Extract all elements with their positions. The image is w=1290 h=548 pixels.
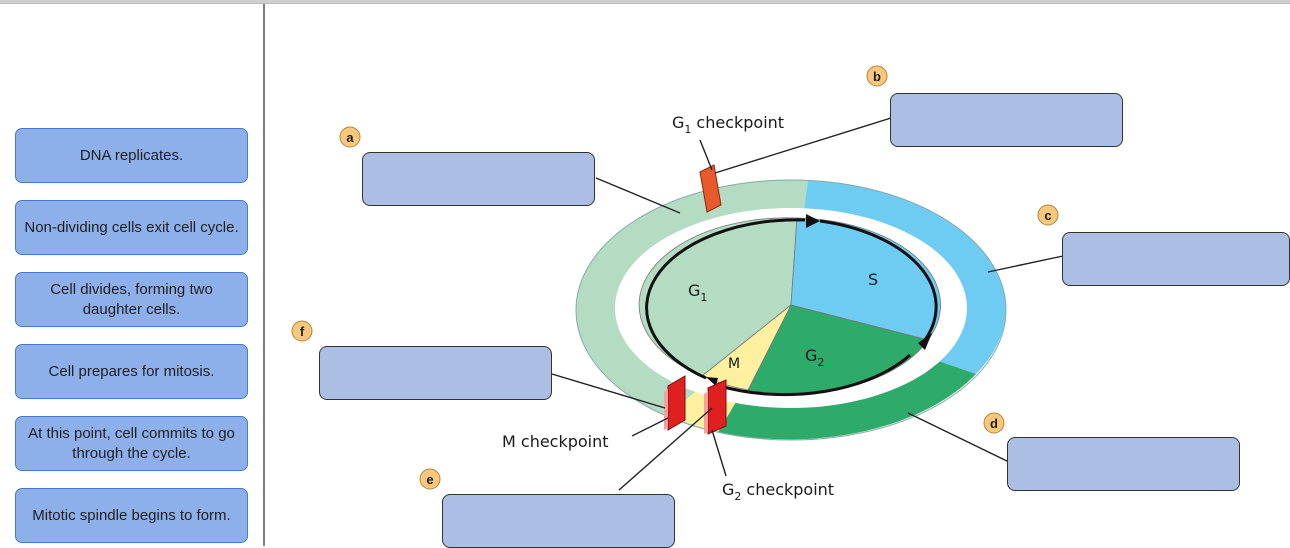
cycle-arrow xyxy=(645,214,938,397)
m-checkpoint-barrier xyxy=(664,375,686,431)
answer-prepares-mitosis[interactable]: Cell prepares for mitosis. xyxy=(15,344,248,399)
badge-b: b xyxy=(866,65,888,87)
dropzone-d[interactable] xyxy=(1007,437,1240,491)
badge-d: d xyxy=(983,412,1005,434)
answer-non-dividing-exit[interactable]: Non-dividing cells exit cell cycle. xyxy=(15,200,248,255)
g2-checkpoint-barrier xyxy=(704,379,727,435)
pie-s xyxy=(790,217,941,341)
top-border xyxy=(0,0,1290,4)
phase-s-label: S xyxy=(868,270,878,289)
dropzone-c[interactable] xyxy=(1062,232,1290,286)
phase-g1-label: G1 xyxy=(688,281,707,304)
panel-divider xyxy=(263,4,265,546)
badge-e: e xyxy=(419,468,441,490)
svg-text:f: f xyxy=(300,324,305,339)
m-checkpoint-label: M checkpoint xyxy=(502,432,609,451)
badge-c: c xyxy=(1037,204,1059,226)
answer-cell-divides[interactable]: Cell divides, forming two daughter cells… xyxy=(15,272,248,327)
badge-f: f xyxy=(291,320,313,342)
dropzone-b[interactable] xyxy=(890,93,1123,147)
svg-text:c: c xyxy=(1044,208,1051,223)
dropzone-f[interactable] xyxy=(319,346,552,400)
dropzone-e[interactable] xyxy=(442,494,675,548)
svg-text:b: b xyxy=(873,69,881,84)
pie-g1 xyxy=(638,217,798,377)
answer-commits-cycle[interactable]: At this point, cell commits to go throug… xyxy=(15,416,248,471)
leader-lines xyxy=(551,117,1064,491)
answer-spindle-forms[interactable]: Mitotic spindle begins to form. xyxy=(15,488,248,543)
answer-dna-replicates[interactable]: DNA replicates. xyxy=(15,128,248,183)
phase-g2-label: G2 xyxy=(805,346,824,369)
dropzone-a[interactable] xyxy=(362,152,595,206)
phase-m-label: M xyxy=(728,356,740,372)
svg-text:e: e xyxy=(426,472,433,487)
inner-pie xyxy=(638,217,941,395)
badge-a: a xyxy=(339,126,361,148)
svg-text:a: a xyxy=(346,130,354,145)
g1-checkpoint-barrier xyxy=(699,164,722,213)
svg-text:d: d xyxy=(990,416,998,431)
